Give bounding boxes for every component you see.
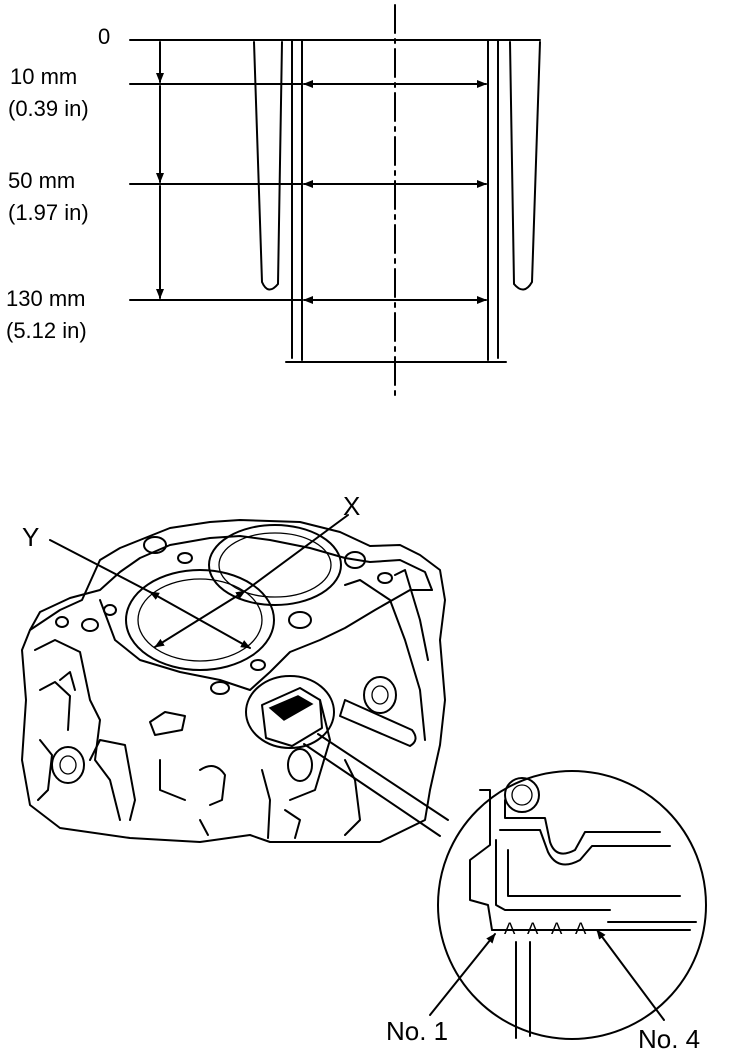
engine-block-drawing: [21, 514, 449, 843]
bore-code-boss: [261, 687, 323, 747]
cylinder-bore-rear: [208, 524, 342, 606]
level-50mm-inch-label: (1.97 in): [8, 200, 89, 225]
arrow-no4: [596, 929, 665, 1021]
measure-arrow-y: [149, 591, 251, 649]
axis-y-label: Y: [22, 522, 39, 552]
bore-code-1: A: [504, 919, 516, 938]
detail-circle-outline: [437, 770, 707, 1040]
leader-x: [244, 514, 349, 592]
cylinder-bore-front: [125, 569, 275, 671]
bore-code-2: A: [527, 919, 539, 938]
leader-y: [49, 539, 151, 593]
arrow-no1: [429, 933, 496, 1016]
cylinder-no1-label: No. 1: [386, 1016, 449, 1046]
detail-callout-ring: [245, 675, 335, 749]
cylinder-no4-label: No. 4: [638, 1024, 701, 1054]
level-130mm-inch-label: (5.12 in): [6, 318, 87, 343]
axis-x-label: X: [343, 491, 360, 521]
detail-circle: [429, 770, 707, 1040]
level-130mm-label: 130 mm: [6, 286, 86, 311]
cylinder-bore-diagram: [129, 4, 541, 399]
right-water-jacket: [509, 41, 541, 291]
level-10mm-inch-label: (0.39 in): [8, 96, 89, 121]
level-50mm-label: 50 mm: [8, 168, 76, 193]
bore-code-4: A: [575, 919, 587, 938]
left-water-jacket: [253, 41, 283, 291]
bore-code-3: A: [551, 919, 563, 938]
level-10mm-label: 10 mm: [10, 64, 78, 89]
level-0-label: 0: [98, 24, 111, 49]
